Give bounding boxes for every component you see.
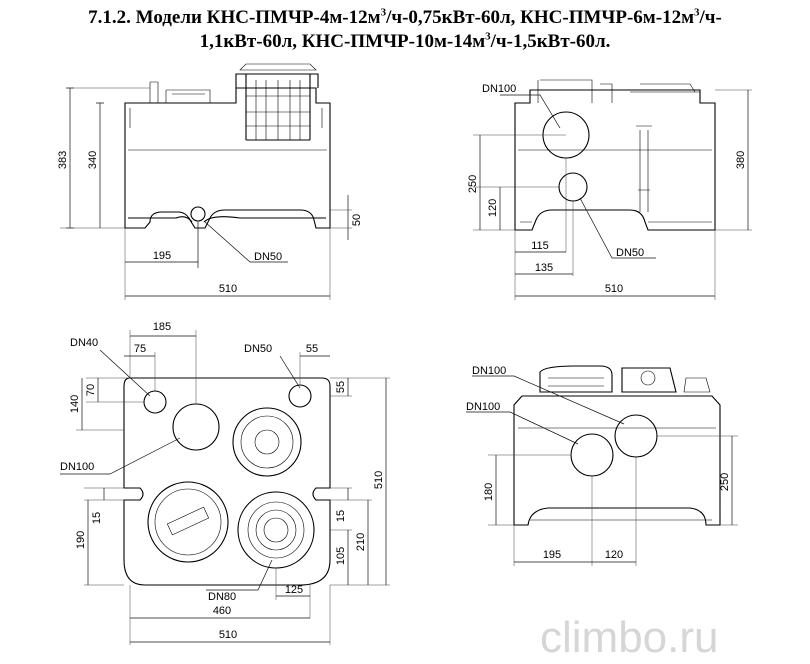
dn40-label: DN40	[70, 337, 98, 349]
dim-15-left: 15	[91, 512, 103, 524]
dim-55-top: 55	[306, 343, 318, 355]
dim-510-bottom: 510	[219, 629, 237, 641]
dn50-label: DN50	[254, 251, 282, 263]
page-title: 7.1.2. Модели КНС-ПМЧР-4м-12м3/ч-0,75кВт…	[0, 6, 810, 54]
dim-180: 180	[483, 483, 495, 501]
dn50-label-top: DN50	[244, 343, 272, 355]
dim-120-rear: 120	[605, 549, 623, 561]
dim-460: 460	[213, 605, 231, 617]
dim-383: 383	[57, 151, 69, 169]
dim-185: 185	[153, 321, 171, 333]
dim-195: 195	[153, 250, 171, 262]
dim-190: 190	[75, 531, 87, 549]
watermark: climbo.ru	[540, 613, 719, 662]
dn100-label-side: DN100	[482, 83, 516, 95]
dn80-label: DN80	[208, 591, 236, 603]
dim-55-side: 55	[335, 381, 347, 393]
dim-70: 70	[85, 384, 97, 396]
dim-210: 210	[355, 533, 367, 551]
title-line-2: 1,1кВт-60л, КНС-ПМЧР-10м-14м3/ч-1,5кВт-6…	[199, 30, 611, 52]
dim-250-rear: 250	[719, 473, 731, 491]
dim-15-right: 15	[335, 510, 347, 522]
top-view: 185 75 DN40 DN50 55 70 140 55 510 DN100 …	[60, 321, 390, 645]
side-view: DN100 250 120 380 115 135 DN50 510	[467, 79, 752, 300]
dim-75: 75	[134, 343, 146, 355]
dim-50: 50	[351, 214, 363, 226]
dim-510-vertical: 510	[373, 471, 385, 489]
dim-510-side: 510	[605, 283, 623, 295]
dim-510-front: 510	[219, 283, 237, 295]
dn100-label-rear-a: DN100	[472, 365, 506, 377]
dim-380: 380	[735, 151, 747, 169]
dim-125: 125	[285, 584, 303, 596]
dn100-label-rear-b: DN100	[466, 401, 500, 413]
dim-140: 140	[69, 395, 81, 413]
dim-115: 115	[531, 240, 549, 252]
dim-250-side: 250	[467, 175, 479, 193]
dim-195-rear: 195	[543, 549, 561, 561]
title-line-1: 7.1.2. Модели КНС-ПМЧР-4м-12м3/ч-0,75кВт…	[88, 6, 722, 28]
dim-105: 105	[335, 547, 347, 565]
rear-view: DN100 DN100 180 250 195 120	[466, 365, 738, 566]
dim-120-side: 120	[487, 199, 499, 217]
dn100-label-top: DN100	[60, 461, 94, 473]
front-view: 383 340 50 195 DN50 510	[57, 63, 363, 300]
dim-340: 340	[87, 151, 99, 169]
dim-135: 135	[535, 262, 553, 274]
dn50-label-side: DN50	[616, 247, 644, 259]
